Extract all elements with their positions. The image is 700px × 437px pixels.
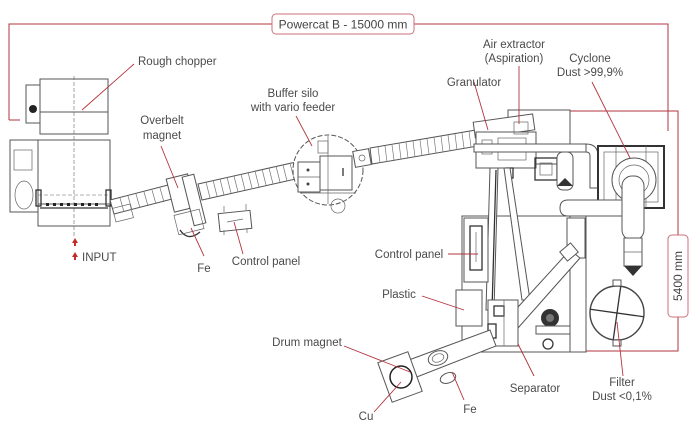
extractor-blower (556, 151, 574, 191)
granulator (472, 109, 599, 191)
cyclone-inlet-duct (559, 199, 623, 217)
length-dimension-label: Powercat B - 15000 mm (279, 18, 408, 32)
control-panel-2-box (469, 225, 483, 271)
leader-granulator (473, 81, 489, 131)
plastic-bin (455, 289, 483, 327)
label-air-extractor-line2: (Aspiration) (485, 53, 544, 65)
leader-separator (517, 343, 535, 377)
leader-cu (373, 381, 402, 413)
rough-chopper (9, 76, 112, 238)
leader-buffer-silo (295, 115, 313, 147)
label-filter-line2: Dust <0,1% (592, 391, 652, 403)
label-fe-overbelt: Fe (197, 263, 210, 275)
label-rough-chopper: Rough chopper (138, 56, 217, 68)
label-drum-magnet: Drum magnet (272, 337, 342, 349)
label-granulator: Granulator (447, 77, 502, 89)
conveyor-3-belt (369, 129, 479, 165)
label-buffer-silo-line2: with vario feeder (250, 102, 336, 114)
chopper-drive (9, 139, 39, 213)
chopper-bearing-right (105, 189, 112, 207)
input-arrow-icon (72, 238, 78, 243)
label-fe-drum: Fe (463, 404, 476, 416)
label-overbelt-magnet-line2: magnet (143, 130, 182, 142)
drum-magnet (377, 351, 423, 403)
leader-fe-drum (451, 371, 465, 401)
leader-fe-overbelt (190, 227, 205, 257)
leader-plastic (421, 295, 465, 311)
conveyor-3-ribs (377, 130, 472, 164)
leader-cyclone (591, 81, 631, 159)
chopper-side-motor (25, 84, 41, 124)
width-dimension: 5400 mm (570, 110, 689, 352)
fe-discharge-roll (427, 350, 449, 366)
overbelt-discharge (179, 229, 201, 238)
label-cu: Cu (359, 411, 374, 423)
leader-filter (616, 321, 624, 377)
filter-duct (623, 237, 643, 276)
label-cyclone-line1: Cyclone (569, 53, 611, 65)
cyclone-outlet-pipe (621, 175, 645, 241)
filter (589, 279, 645, 347)
aspiration-duct-bend (585, 143, 599, 189)
cyclone (559, 145, 665, 241)
length-dimension: Powercat B - 15000 mm (8, 13, 669, 131)
leader-overbelt-magnet (160, 145, 179, 189)
conveyor-3-drive (352, 148, 372, 168)
conveyor-1-belt (109, 183, 177, 215)
control-panel-1 (217, 204, 253, 235)
input-indicator: INPUT (72, 238, 117, 264)
buffer-silo-feeder-box (319, 155, 353, 191)
width-dimension-line (570, 110, 679, 352)
leader-drum-magnet (343, 345, 411, 373)
drum-magnet-drum (389, 365, 413, 389)
control-panel-2 (463, 217, 489, 283)
label-buffer-silo-line1: Buffer silo (268, 88, 319, 100)
label-air-extractor-line1: Air extractor (483, 39, 545, 51)
rotor-knives (46, 203, 98, 206)
labels: Rough chopper Overbelt magnet Buffer sil… (138, 39, 652, 423)
chopper-pulley (14, 180, 34, 210)
conveyor-1 (109, 183, 177, 223)
motor-hub (29, 105, 37, 113)
label-cyclone-line2: Dust >99,9% (557, 67, 623, 79)
label-control-panel-2: Control panel (375, 249, 443, 261)
overbelt-magnet (165, 173, 207, 238)
width-dimension-box (667, 234, 689, 318)
length-dimension-box (271, 13, 415, 35)
leader-lines (81, 63, 631, 413)
label-overbelt-magnet-line1: Overbelt (140, 115, 184, 127)
label-plastic: Plastic (382, 289, 416, 301)
conveyor-3 (352, 129, 479, 168)
conveyor-2 (197, 161, 301, 201)
conveyor-2-ribs (205, 162, 295, 199)
aspiration-duct (473, 143, 587, 153)
leader-rough-chopper (81, 63, 135, 111)
air-extractor (513, 121, 529, 135)
chopper-drive-detail (13, 149, 33, 171)
width-dimension-label: 5400 mm (671, 251, 685, 301)
buffer-silo (292, 134, 364, 214)
label-control-panel-1: Control panel (232, 256, 300, 268)
buffer-silo-port (330, 198, 346, 214)
label-separator: Separator (510, 383, 561, 395)
label-filter-line1: Filter (609, 377, 635, 389)
input-arrow-icon (72, 252, 78, 257)
leader-control-panel-1 (233, 221, 244, 255)
chopper-bearing-left (35, 189, 42, 207)
input-label: INPUT (82, 252, 117, 264)
